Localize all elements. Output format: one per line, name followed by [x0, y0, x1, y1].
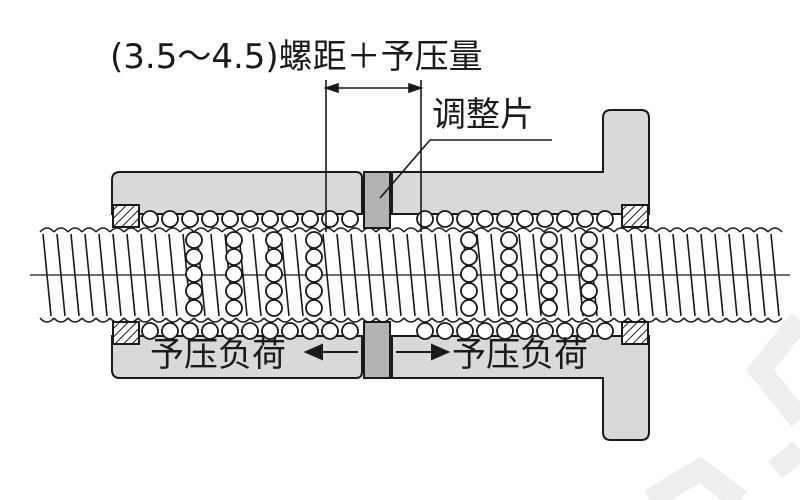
- ball: [241, 322, 259, 340]
- ball: [500, 248, 518, 266]
- load-label-left: 予压负荷: [150, 335, 286, 375]
- ball-nut: [111, 109, 650, 441]
- ball: [265, 248, 283, 266]
- ball: [596, 210, 614, 228]
- ball: [281, 322, 299, 340]
- ball: [305, 231, 323, 249]
- ball: [225, 282, 243, 300]
- ball: [225, 265, 243, 283]
- ball: [416, 322, 434, 340]
- ball: [456, 322, 474, 340]
- ball: [460, 231, 478, 249]
- ball: [185, 265, 203, 283]
- ball: [540, 231, 558, 249]
- ball: [221, 322, 239, 340]
- ball: [580, 299, 598, 317]
- title-label: (3.5～4.5)螺距＋予压量: [110, 37, 483, 77]
- ball: [305, 299, 323, 317]
- ball: [556, 210, 574, 228]
- screw-shaft: [30, 227, 790, 323]
- ball: [540, 265, 558, 283]
- ball: [476, 210, 494, 228]
- ball: [436, 210, 454, 228]
- ball: [241, 210, 259, 228]
- ball: [305, 248, 323, 266]
- ball: [185, 299, 203, 317]
- ball: [476, 322, 494, 340]
- ball: [456, 210, 474, 228]
- ball: [181, 322, 199, 340]
- ball: [301, 322, 319, 340]
- ball: [201, 322, 219, 340]
- ball: [305, 282, 323, 300]
- ball: [580, 248, 598, 266]
- ball: [580, 282, 598, 300]
- watermark: [644, 313, 800, 500]
- ball: [540, 282, 558, 300]
- ball: [225, 248, 243, 266]
- ball: [496, 210, 514, 228]
- ball: [161, 322, 179, 340]
- ball: [261, 210, 279, 228]
- ball: [516, 210, 534, 228]
- ball: [580, 265, 598, 283]
- ball: [161, 210, 179, 228]
- ball: [185, 248, 203, 266]
- ball: [580, 231, 598, 249]
- ball: [185, 282, 203, 300]
- ball: [225, 231, 243, 249]
- ball: [500, 299, 518, 317]
- ball: [321, 210, 339, 228]
- ball: [460, 282, 478, 300]
- ball: [201, 210, 219, 228]
- ball: [341, 322, 359, 340]
- ball: [185, 231, 203, 249]
- ball: [341, 210, 359, 228]
- ball: [540, 299, 558, 317]
- ball: [436, 322, 454, 340]
- ball: [460, 248, 478, 266]
- ball: [576, 322, 594, 340]
- shim-label: 调整片: [432, 95, 534, 135]
- ball: [536, 322, 554, 340]
- load-label-right: 予压负荷: [452, 335, 588, 375]
- ball: [265, 282, 283, 300]
- ball: [221, 210, 239, 228]
- ball: [181, 210, 199, 228]
- ball: [500, 265, 518, 283]
- ball: [500, 282, 518, 300]
- ball: [265, 299, 283, 317]
- ball: [516, 322, 534, 340]
- ball: [225, 299, 243, 317]
- adjusting-shim: [363, 171, 391, 379]
- ball: [576, 210, 594, 228]
- ball-rows: [141, 210, 614, 340]
- ball: [265, 265, 283, 283]
- arrow-right-icon: [396, 343, 451, 361]
- ball: [460, 265, 478, 283]
- ball: [261, 322, 279, 340]
- ball: [540, 248, 558, 266]
- arrow-left-icon: [303, 343, 358, 361]
- ball: [460, 299, 478, 317]
- ball: [416, 210, 434, 228]
- ball: [141, 210, 159, 228]
- ball: [500, 231, 518, 249]
- ball: [141, 322, 159, 340]
- ball: [305, 265, 323, 283]
- ball: [265, 231, 283, 249]
- ball: [496, 322, 514, 340]
- ball: [556, 322, 574, 340]
- ball: [321, 322, 339, 340]
- ball: [596, 322, 614, 340]
- seals: [112, 204, 649, 345]
- dimension-lines: [323, 80, 552, 232]
- ball: [536, 210, 554, 228]
- ball: [281, 210, 299, 228]
- ball: [301, 210, 319, 228]
